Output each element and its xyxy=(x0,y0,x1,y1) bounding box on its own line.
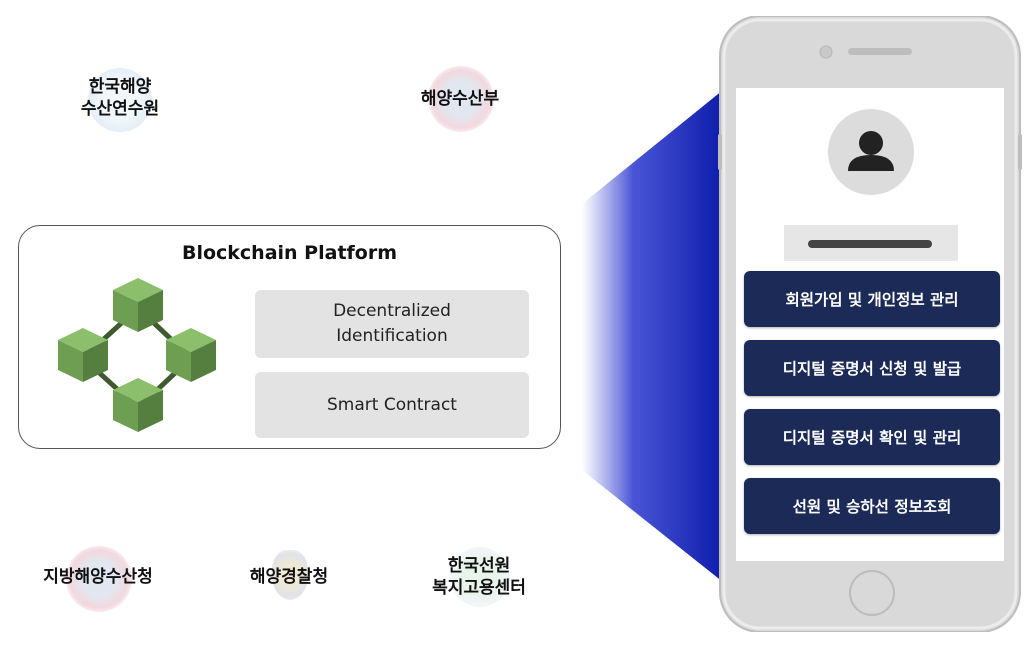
menu-button-membership[interactable]: 회원가입 및 개인정보 관리 xyxy=(744,271,1000,327)
projection-beam xyxy=(582,86,728,586)
seafarers-center-label-line1: 한국선원 xyxy=(447,556,511,576)
mof-label: 해양수산부 xyxy=(420,89,500,109)
kimst-label-line1: 한국해양 xyxy=(88,77,152,97)
user-name-placeholder-bar xyxy=(808,240,932,248)
menu-button-label: 선원 및 승하선 정보조회 xyxy=(792,498,952,516)
menu-button-seafarer-info[interactable]: 선원 및 승하선 정보조회 xyxy=(744,478,1000,534)
blockchain-network-icon xyxy=(58,278,216,432)
home-button-icon xyxy=(849,570,895,616)
cube-top-icon xyxy=(113,278,163,332)
coast-guard-label: 해양경찰청 xyxy=(249,567,329,587)
front-camera-icon xyxy=(819,45,833,59)
blockchain-platform-panel: Blockchain Platform Dec xyxy=(18,225,561,449)
feature-label: Smart Contract xyxy=(327,394,457,415)
cube-bottom-icon xyxy=(113,378,163,432)
menu-button-certificate-verify[interactable]: 디지털 증명서 확인 및 관리 xyxy=(744,409,1000,465)
feature-label: Decentralized Identification xyxy=(333,301,451,346)
platform-title: Blockchain Platform xyxy=(181,242,398,264)
org-coast-guard: 해양경찰청 xyxy=(234,550,344,600)
mof-emblem-icon xyxy=(428,66,494,132)
org-kimst: 한국해양 수산연수원 xyxy=(70,68,170,132)
kimst-emblem-icon xyxy=(88,68,152,132)
user-icon xyxy=(848,131,894,171)
feature-smart-contract: Smart Contract xyxy=(255,372,529,438)
coast-guard-emblem-icon xyxy=(272,550,308,600)
menu-button-label: 회원가입 및 개인정보 관리 xyxy=(785,291,959,309)
menu-button-label: 디지털 증명서 확인 및 관리 xyxy=(782,429,962,447)
seafarers-center-emblem-icon xyxy=(450,547,510,607)
menu-button-certificate-issue[interactable]: 디지털 증명서 신청 및 발급 xyxy=(744,340,1000,396)
user-avatar xyxy=(828,109,914,195)
cube-right-icon xyxy=(166,328,216,382)
org-mof: 해양수산부 xyxy=(410,66,510,132)
feature-decentralized-identification: Decentralized Identification xyxy=(255,290,529,358)
menu-button-label: 디지털 증명서 신청 및 발급 xyxy=(782,360,962,378)
cube-left-icon xyxy=(58,328,108,382)
seafarers-center-label-line2: 복지고용센터 xyxy=(432,578,526,598)
org-seafarers-center: 한국선원 복지고용센터 xyxy=(414,547,544,607)
regional-office-label: 지방해양수산청 xyxy=(43,567,153,587)
speaker-grille-icon xyxy=(848,48,912,55)
regional-office-emblem-icon xyxy=(66,546,132,612)
org-regional-office: 지방해양수산청 xyxy=(28,546,168,612)
kimst-label-line2: 수산연수원 xyxy=(80,99,160,119)
